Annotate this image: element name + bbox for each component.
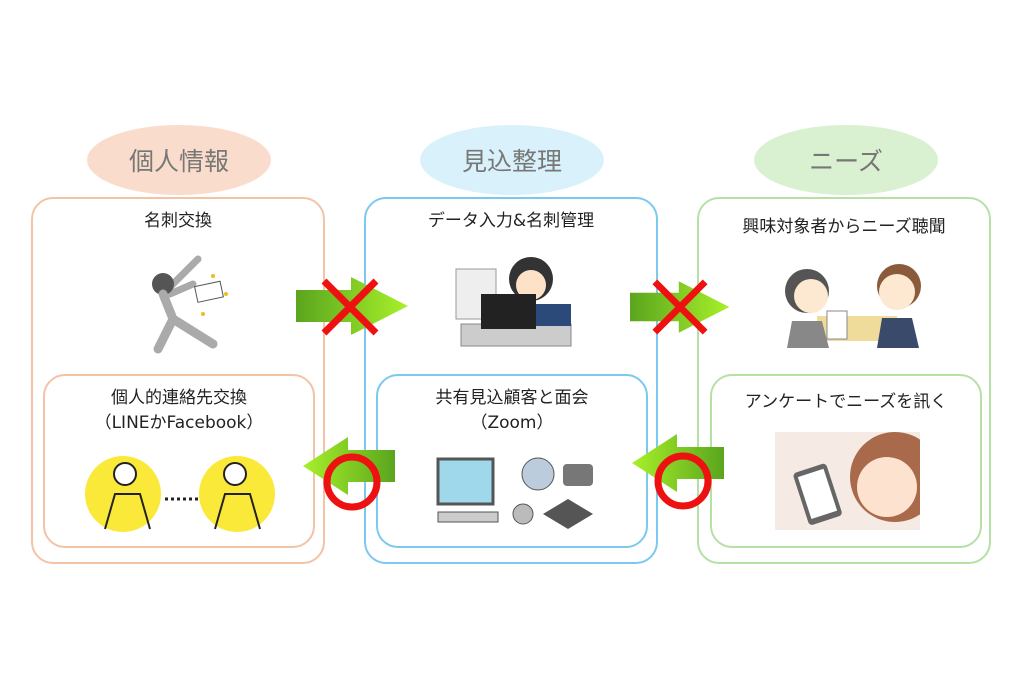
data-entry-illustration [455,257,572,347]
personal-contact-exchange-title: 個人的連絡先交換 [111,388,247,408]
interview-illustration [785,264,921,348]
business-card-exchange-title: 名刺交換 [144,211,212,231]
survey-smartphone-illustration [775,432,920,530]
needs-hearing-title: 興味対象者からニーズ聴聞 [742,217,946,237]
prospect-meeting-title: 共有見込顧客と面会 [435,388,589,408]
personal-contact-exchange-subtitle: （LINEかFacebook） [94,413,264,433]
data-entry-title: データ入力&名刺管理 [427,211,595,231]
video-conference-equipment-illustration [436,457,593,529]
prospect-meeting-subtitle: （Zoom） [470,413,554,433]
business-card-throw-illustration [152,255,228,354]
header-personal-info: 個人情報 [87,125,271,195]
prospect-meeting-panel: 共有見込顧客と面会 （Zoom） [376,374,648,548]
circle-icon [323,453,381,511]
online-chat-illustration [85,456,275,532]
circle-icon [654,452,712,510]
cross-icon [321,278,379,336]
header-prospect-organize: 見込整理 [420,125,604,195]
survey-panel: アンケートでニーズを訊く [710,374,982,548]
header-needs: ニーズ [754,125,938,195]
survey-title: アンケートでニーズを訊く [744,392,948,412]
personal-contact-exchange-panel: 個人的連絡先交換 （LINEかFacebook） [43,374,315,548]
cross-icon [652,279,708,335]
